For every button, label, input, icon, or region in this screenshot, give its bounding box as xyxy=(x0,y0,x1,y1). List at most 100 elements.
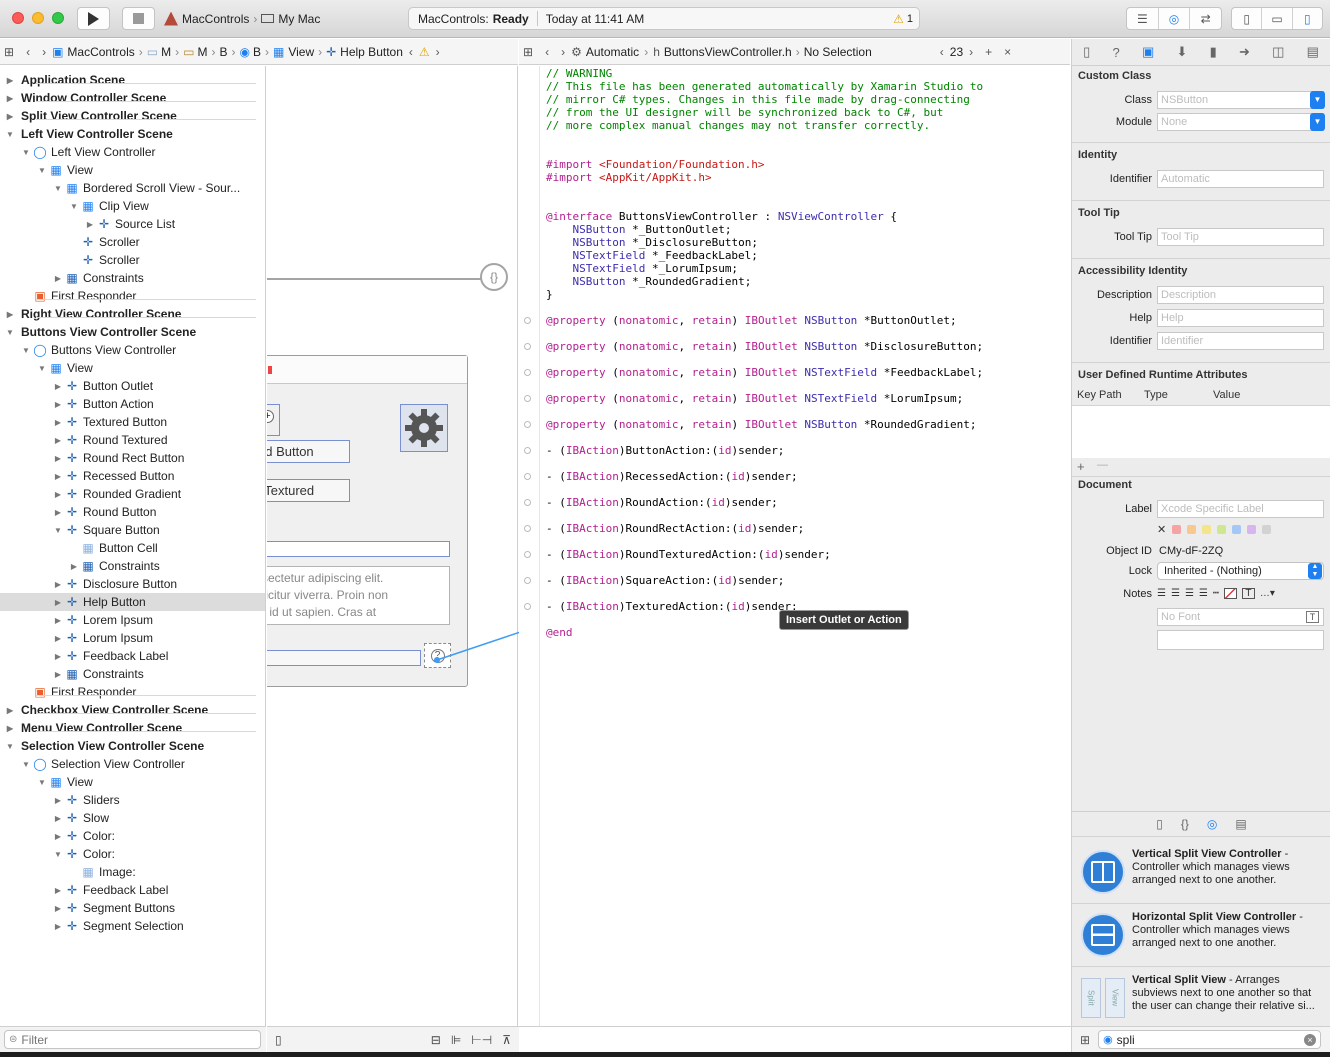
code-line[interactable]: @property (nonatomic, retain) IBOutlet N… xyxy=(546,418,977,431)
outline-row[interactable]: ✛Scroller xyxy=(0,251,265,269)
library-item[interactable]: Horizontal Split View Controller - Contr… xyxy=(1072,905,1330,967)
disclosure-right-icon[interactable]: ▶ xyxy=(54,597,62,607)
align-natural-icon[interactable]: ┅ xyxy=(1212,588,1219,599)
gear-icon[interactable] xyxy=(400,404,448,452)
disclosure-right-icon[interactable]: ▶ xyxy=(70,561,78,571)
jump-item-2[interactable]: M xyxy=(197,44,208,59)
outline-row[interactable]: ▣First Responder xyxy=(0,287,265,305)
disclosure-right-icon[interactable]: ▶ xyxy=(54,633,62,643)
outline-row[interactable]: ▶✛Source List xyxy=(0,215,265,233)
outline-row[interactable]: ▣First Responder xyxy=(0,683,265,701)
code-line[interactable]: - (IBAction)RoundRectAction:(id)sender; xyxy=(546,522,804,535)
keypath-column[interactable]: Key Path xyxy=(1077,389,1122,401)
label-color-swatch[interactable] xyxy=(1172,525,1182,534)
align-center-icon[interactable]: ☰ xyxy=(1170,588,1180,599)
forward-arrow-icon[interactable]: › xyxy=(42,44,47,59)
size-inspector-icon[interactable]: ▮ xyxy=(1209,44,1217,59)
effects-inspector-icon[interactable]: ▤ xyxy=(1306,44,1319,59)
code-line[interactable]: @interface ButtonsViewController : NSVie… xyxy=(546,210,897,223)
code-line[interactable]: // WARNING xyxy=(546,67,612,80)
disclosure-right-icon[interactable]: ▶ xyxy=(6,75,14,85)
media-library-icon[interactable]: ▤ xyxy=(1235,817,1247,831)
outline-row[interactable]: ▶✛Slow xyxy=(0,809,265,827)
outline-row[interactable]: ▼◯Selection View Controller xyxy=(0,755,265,773)
stack-icon[interactable]: ⊟ xyxy=(430,1032,441,1047)
more-options-icon[interactable]: …▾ xyxy=(1259,588,1275,599)
runtime-table-body[interactable] xyxy=(1072,406,1330,458)
disclosure-down-icon[interactable]: ▼ xyxy=(22,759,30,769)
connections-inspector-icon[interactable]: ➜ xyxy=(1238,44,1250,59)
disclosure-right-icon[interactable]: ▶ xyxy=(54,831,62,841)
disclosure-right-icon[interactable]: ▶ xyxy=(6,111,14,121)
back-arrow-icon[interactable]: ‹ xyxy=(545,44,550,59)
code-line[interactable]: #import <Foundation/Foundation.h> xyxy=(546,158,765,171)
lorem-ipsum-text[interactable]: sectetur adipiscing elit. ficitur viverr… xyxy=(267,566,450,625)
add-button-outline[interactable] xyxy=(267,404,280,436)
code-line[interactable]: @end xyxy=(546,626,573,639)
tooltip-field[interactable]: Tool Tip xyxy=(1157,228,1324,246)
code-line[interactable]: NSButton *_ButtonOutlet; xyxy=(546,223,731,236)
outline-row[interactable]: ▼▦Bordered Scroll View - Sour... xyxy=(0,179,265,197)
outline-row[interactable]: ▶▦Constraints xyxy=(0,665,265,683)
code-line[interactable]: // mirror C# types. Changes in this file… xyxy=(546,93,970,106)
code-line[interactable]: // from the UI designer will be synchron… xyxy=(546,106,943,119)
code-line[interactable]: // more complex manual changes may not t… xyxy=(546,119,930,132)
outline-row[interactable]: ▶▦Constraints xyxy=(0,269,265,287)
disclosure-right-icon[interactable]: ▶ xyxy=(54,399,62,409)
filter-input[interactable] xyxy=(21,1032,242,1047)
outline-row[interactable]: ▦Button Cell xyxy=(0,539,265,557)
bindings-inspector-icon[interactable]: ◫ xyxy=(1272,44,1285,59)
stop-button[interactable] xyxy=(122,7,155,30)
disclosure-right-icon[interactable]: ▶ xyxy=(6,723,14,733)
forward-arrow-icon[interactable]: › xyxy=(561,44,566,59)
disclosure-right-icon[interactable]: ▶ xyxy=(54,921,62,931)
connection-well-icon[interactable] xyxy=(524,395,531,402)
segue-connector-icon[interactable]: {} xyxy=(480,263,508,291)
disclosure-down-icon[interactable]: ▼ xyxy=(6,129,14,139)
disclosure-down-icon[interactable]: ▼ xyxy=(22,345,30,355)
file-inspector-icon[interactable]: ▯ xyxy=(1083,44,1091,59)
disclosure-down-icon[interactable]: ▼ xyxy=(22,147,30,157)
align-justify-icon[interactable]: ☰ xyxy=(1198,588,1208,599)
outline-row[interactable]: ▶✛Help Button xyxy=(0,593,265,611)
outline-scene-row[interactable]: ▼Left View Controller Scene xyxy=(0,125,265,143)
disclosure-down-icon[interactable]: ▼ xyxy=(6,741,14,751)
view-toggle-control[interactable]: ▯ ▭ ▯ xyxy=(1231,7,1323,30)
help-inspector-icon[interactable]: ? xyxy=(1112,44,1120,60)
help-button[interactable]: ? xyxy=(424,643,451,668)
outline-row[interactable]: ▶✛Lorum Ipsum xyxy=(0,629,265,647)
code-line[interactable]: @property (nonatomic, retain) IBOutlet N… xyxy=(546,366,983,379)
align-left-icon[interactable]: ☰ xyxy=(1157,588,1166,599)
type-column[interactable]: Type xyxy=(1144,389,1168,401)
resolve-icon[interactable]: ⊼ xyxy=(502,1032,511,1047)
disclosure-down-icon[interactable]: ▼ xyxy=(54,183,62,193)
class-dropdown-icon[interactable]: ▼ xyxy=(1310,91,1325,109)
align-right-icon[interactable]: ☰ xyxy=(1184,588,1194,599)
outline-scene-row[interactable]: ▶Application Scene xyxy=(0,71,265,89)
outline-scene-row[interactable]: ▼Buttons View Controller Scene xyxy=(0,323,265,341)
connection-well-icon[interactable] xyxy=(524,499,531,506)
code-line[interactable]: NSButton *_DisclosureButton; xyxy=(546,236,757,249)
outline-row[interactable]: ▶✛Color: xyxy=(0,827,265,845)
connection-well-icon[interactable] xyxy=(524,525,531,532)
zoom-window-button[interactable] xyxy=(52,12,64,24)
identifier-field[interactable]: Automatic xyxy=(1157,170,1324,188)
disclosure-right-icon[interactable]: ▶ xyxy=(54,795,62,805)
disclosure-right-icon[interactable]: ▶ xyxy=(54,489,62,499)
disclosure-down-icon[interactable]: ▼ xyxy=(38,777,46,787)
library-item[interactable]: Vertical Split View Controller - Control… xyxy=(1072,842,1330,904)
disclosure-right-icon[interactable]: ▶ xyxy=(54,417,62,427)
notes-text-area[interactable] xyxy=(1157,630,1324,650)
code-line[interactable]: @property (nonatomic, retain) IBOutlet N… xyxy=(546,392,963,405)
run-button[interactable] xyxy=(77,7,110,30)
outline-row[interactable]: ▼◯Buttons View Controller xyxy=(0,341,265,359)
disclosure-down-icon[interactable]: ▼ xyxy=(6,327,14,337)
jump-item-3[interactable]: B xyxy=(219,44,228,59)
outline-row[interactable]: ▼✛Color: xyxy=(0,845,265,863)
connection-well-icon[interactable] xyxy=(524,551,531,558)
code-line[interactable]: NSTextField *_LorumIpsum; xyxy=(546,262,738,275)
disclosure-right-icon[interactable]: ▶ xyxy=(6,93,14,103)
label-color-swatch[interactable] xyxy=(1232,525,1242,534)
connection-well-icon[interactable] xyxy=(524,447,531,454)
code-line[interactable]: NSButton *_RoundedGradient; xyxy=(546,275,751,288)
